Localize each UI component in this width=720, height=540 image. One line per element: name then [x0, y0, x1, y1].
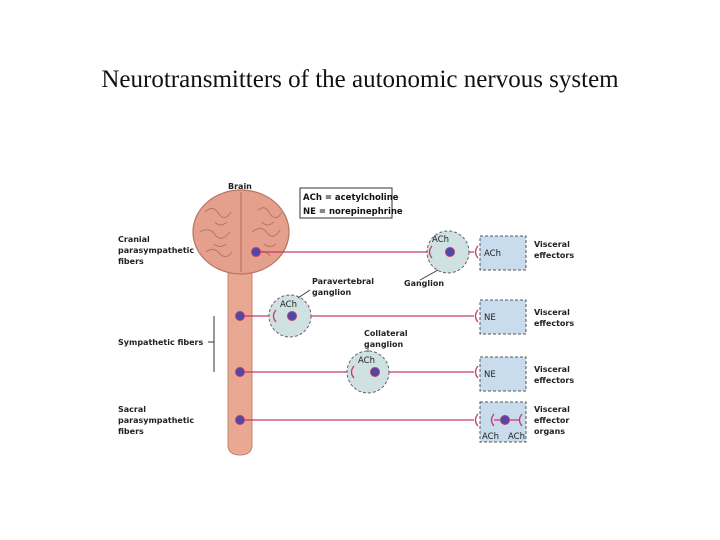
cranial-ganglion-ach: ACh — [432, 235, 449, 245]
fiber-terminals — [474, 245, 479, 427]
ganglion-label: Ganglion — [404, 279, 444, 288]
sacral-label-3: fibers — [118, 427, 144, 436]
effector-2-ne: NE — [484, 313, 496, 323]
ganglion-pointer — [419, 269, 439, 281]
collateral-label-1: Collateral — [364, 329, 408, 338]
sympathetic-bracket — [208, 316, 215, 372]
effector-3-label-1: Visceral — [534, 365, 570, 374]
cns-neurons — [235, 247, 261, 425]
effector-box-1 — [479, 235, 527, 271]
effector-2-label-2: effectors — [534, 319, 574, 328]
collateral-ganglion-ach: ACh — [358, 356, 375, 366]
effector-box-2 — [479, 299, 527, 335]
cranial-ganglion — [426, 230, 470, 274]
paravertebral-pointer — [297, 289, 311, 299]
effector-3-label-2: effectors — [534, 376, 574, 385]
effector-3-ne: NE — [484, 370, 496, 380]
legend-box: ACh = acetylcholine NE = norepinephrine — [299, 187, 403, 219]
effector-4-ach-left: ACh — [482, 432, 499, 442]
legend-line-1: ACh = acetylcholine — [303, 193, 399, 203]
effector-1-label-2: effectors — [534, 251, 574, 260]
brain-label: Brain — [228, 182, 252, 191]
collateral-label-2: ganglion — [364, 340, 404, 349]
effector-box-4 — [479, 401, 527, 443]
effector-4-label-3: organs — [534, 427, 565, 436]
cranial-label-3: fibers — [118, 257, 144, 266]
slide-title: Neurotransmitters of the autonomic nervo… — [101, 66, 619, 93]
effector-1-label-1: Visceral — [534, 240, 570, 249]
cranial-label-2: parasympathetic — [118, 246, 194, 255]
sympathetic-label: Sympathetic fibers — [118, 338, 204, 347]
paravertebral-ganglion-ach: ACh — [280, 300, 297, 310]
brain — [192, 189, 290, 275]
legend-line-2: NE = norepinephrine — [303, 207, 403, 217]
effector-4-ach-right: ACh — [508, 432, 525, 442]
effector-2-label-1: Visceral — [534, 308, 570, 317]
cranial-label-1: Cranial — [118, 235, 150, 244]
paravertebral-label-2: ganglion — [312, 288, 352, 297]
effector-box-3 — [479, 356, 527, 392]
effector-1-ach: ACh — [484, 249, 501, 259]
effector-4-label-2: effector — [534, 416, 569, 425]
sacral-label-2: parasympathetic — [118, 416, 194, 425]
collateral-ganglion — [346, 350, 390, 394]
effector-4-label-1: Visceral — [534, 405, 570, 414]
sacral-label-1: Sacral — [118, 405, 146, 414]
paravertebral-label-1: Paravertebral — [312, 277, 374, 286]
paravertebral-ganglion — [268, 294, 312, 338]
spinal-cord — [227, 267, 253, 456]
